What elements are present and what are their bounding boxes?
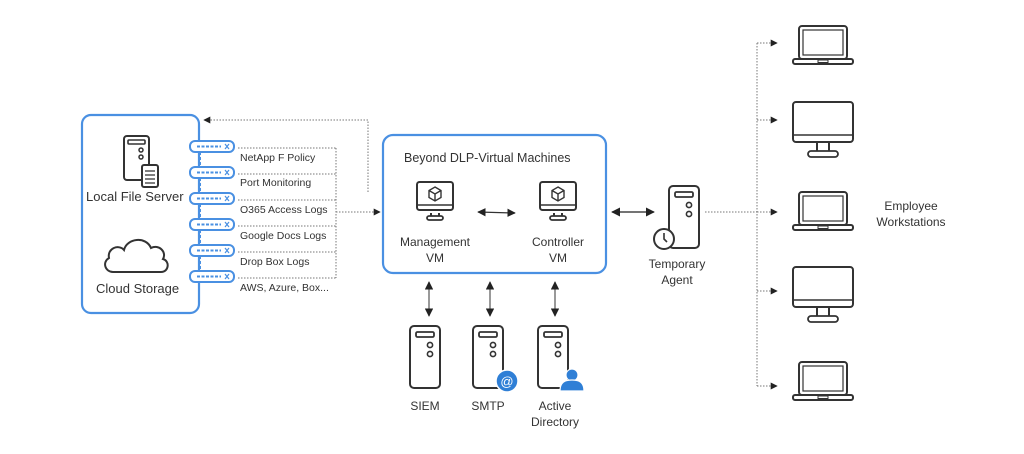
rack-device-icon: [189, 140, 235, 153]
workstation-desktop-icon: [792, 101, 854, 158]
active-directory-label-line1: Active: [538, 399, 572, 413]
source-label: Port Monitoring: [240, 177, 312, 189]
employee-workstations-label-line2: Workstations: [876, 215, 946, 229]
workstation-connectors: [705, 39, 778, 390]
svg-text:@: @: [500, 374, 513, 389]
siem-server-icon: [409, 325, 441, 389]
smtp-label: SMTP: [471, 399, 505, 413]
workstation-desktop-icon: [792, 266, 854, 323]
local-file-server-label: Local File Server: [86, 189, 184, 204]
source-label: Google Docs Logs: [240, 230, 327, 242]
source-label: Drop Box Logs: [240, 256, 310, 268]
workstation-laptop-icon: [792, 25, 854, 65]
rack-device-icon: [189, 218, 235, 231]
cloud-storage-icon: [104, 239, 169, 273]
workstation-laptop-icon: [792, 361, 854, 401]
rack-device-icon: [189, 270, 235, 283]
vm-link-arrow: [477, 208, 516, 217]
temporary-agent-label: Temporary Agent: [642, 256, 712, 288]
controller-vm-label-line1: Controller: [531, 235, 585, 249]
employee-workstations-label: Employee Workstations: [866, 198, 956, 230]
source-label: O365 Access Logs: [240, 204, 328, 216]
source-label: AWS, Azure, Box...: [240, 282, 329, 294]
rack-device-icon: [189, 166, 235, 179]
temporary-agent-label-line1: Temporary: [648, 257, 706, 271]
source-bracket: [238, 147, 337, 279]
smtp-server-icon: @: [472, 325, 519, 393]
active-directory-label: Active Directory: [520, 398, 590, 430]
rack-device-icon: [189, 192, 235, 205]
management-vm-label-line2: VM: [426, 251, 444, 265]
management-vm-label-line1: Management: [399, 235, 471, 249]
vm-group-container: [381, 133, 608, 275]
vm-to-sources-connector: [203, 116, 369, 192]
rack-device-icon: [189, 244, 235, 257]
source-label: NetApp F Policy: [240, 152, 316, 164]
active-directory-server-icon: [537, 325, 585, 392]
temporary-agent-icon: [653, 185, 700, 250]
local-file-server-icon: [123, 135, 159, 188]
controller-vm-label-line2: VM: [549, 251, 567, 265]
active-directory-label-line2: Directory: [530, 415, 579, 429]
controller-vm-label: Controller VM: [518, 234, 598, 266]
employee-workstations-label-line1: Employee: [884, 199, 938, 213]
management-vm-label: Management VM: [390, 234, 480, 266]
vm-group-title: Beyond DLP-Virtual Machines: [404, 151, 571, 165]
cloud-storage-label: Cloud Storage: [96, 281, 180, 296]
workstation-laptop-icon: [792, 191, 854, 231]
siem-label: SIEM: [410, 399, 440, 413]
temporary-agent-label-line2: Agent: [661, 273, 693, 287]
